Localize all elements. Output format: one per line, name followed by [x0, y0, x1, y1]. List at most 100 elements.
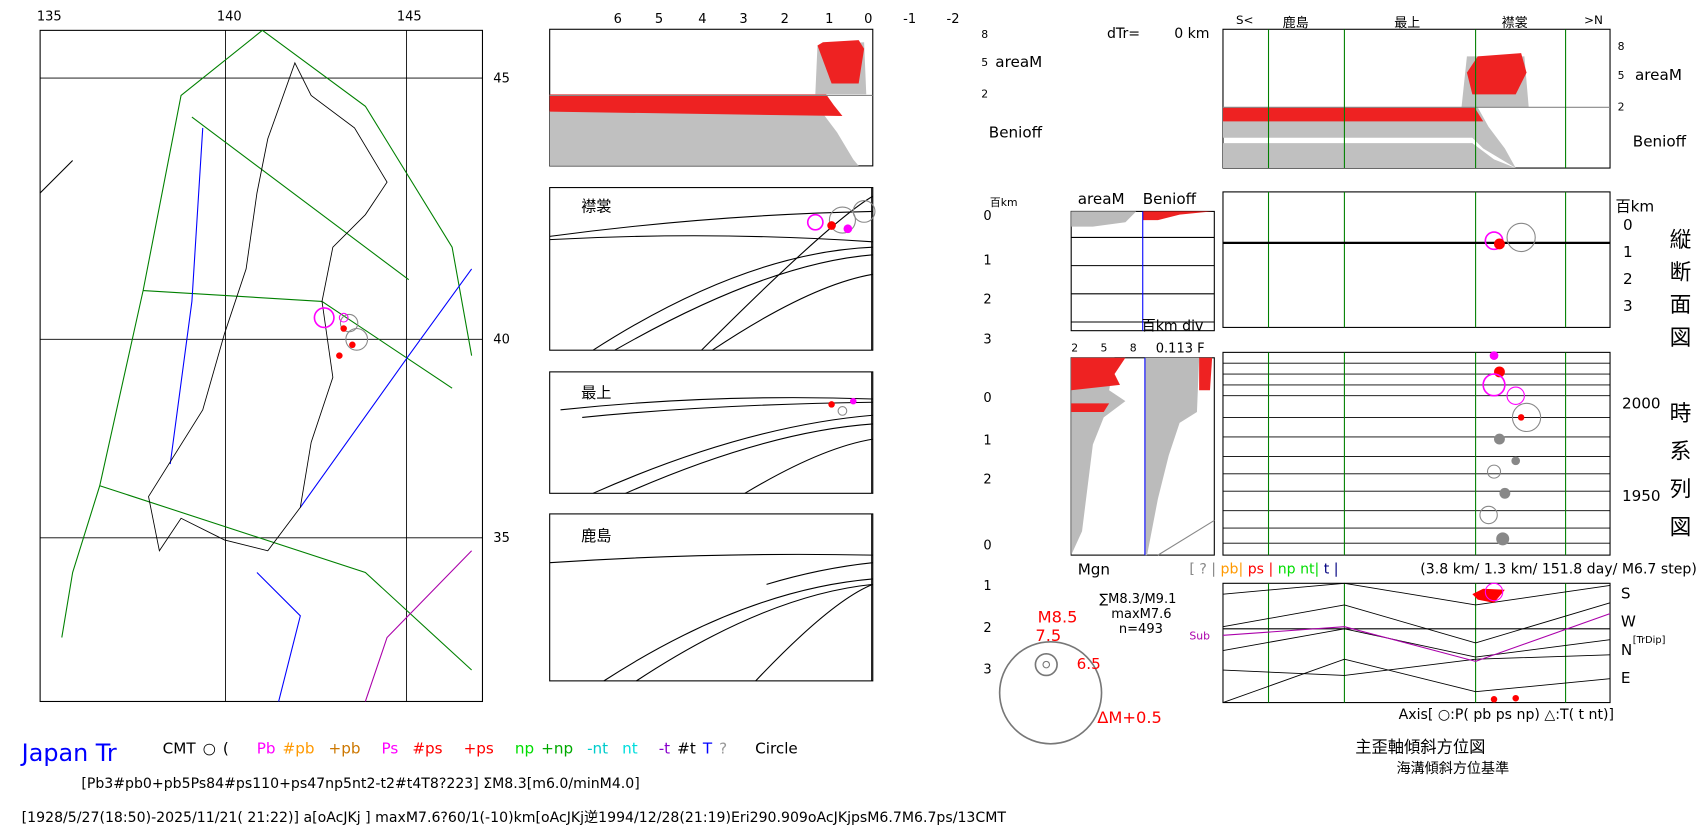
- depth-tick: 1: [983, 252, 992, 268]
- mag-label-85: M8.5: [1037, 607, 1078, 627]
- title-char: 断: [1669, 259, 1692, 286]
- delta-m-label: ΔM+0.5: [1097, 707, 1162, 728]
- axis-figure-title: 主歪軸傾斜方位図: [1355, 737, 1486, 757]
- legend-item: np: [514, 740, 535, 758]
- division-label: 百km div: [1141, 318, 1204, 336]
- lat-label: 40: [493, 331, 510, 347]
- right-areaM-benioff: [1222, 28, 1611, 169]
- legend-item: Ps: [381, 740, 399, 758]
- depth-tick: 1: [983, 577, 992, 594]
- lon-label: 140: [216, 8, 242, 24]
- lon-label: 135: [36, 8, 62, 24]
- right-tick: 5: [1617, 70, 1625, 83]
- depth-tick: 2: [1623, 271, 1633, 289]
- x-tick: 3: [739, 10, 748, 27]
- region-label: 鹿島: [1282, 15, 1309, 31]
- legend-unknown: [ ? |: [1189, 561, 1217, 578]
- trdip-label: [TrDip]: [1632, 635, 1666, 647]
- right-cross-section: [1222, 191, 1611, 328]
- title-char: 系: [1669, 438, 1692, 465]
- mgn-tick: 8: [1129, 342, 1137, 355]
- magnitude-time-panel: [1070, 357, 1215, 556]
- legend-item: +np: [541, 740, 574, 758]
- lat-label: 35: [493, 530, 510, 546]
- cross-section-kashima: [549, 513, 874, 682]
- right-tick: 2: [981, 88, 989, 101]
- magnitude-circle-legend: [998, 641, 1103, 745]
- legend-item: nt: [622, 740, 638, 758]
- depth-tick: 2: [983, 291, 992, 307]
- depth-tick: 0: [983, 208, 992, 224]
- title-char: 図: [1669, 324, 1692, 351]
- depth-unit: 百km: [1615, 198, 1655, 216]
- areaM-label: areaM: [1634, 67, 1682, 85]
- x-tick: 5: [654, 10, 664, 27]
- x-tick: -1: [903, 10, 917, 27]
- depth-tick: 1: [1623, 243, 1633, 262]
- sub-label: Sub: [1189, 631, 1211, 643]
- event-count: n=493: [1118, 621, 1163, 637]
- mechanism-legend: [ ? | pb| ps | np nt| t |: [1189, 562, 1338, 578]
- right-tick: 8: [1617, 41, 1625, 54]
- depth-tick: 0: [983, 537, 992, 553]
- depth-tick: 0: [1623, 216, 1633, 235]
- south-label: S<: [1235, 13, 1254, 28]
- legend-item: Circle: [755, 740, 798, 758]
- region-title: Japan Tr: [21, 740, 117, 768]
- max-magnitude: maxM7.6: [1111, 606, 1172, 622]
- depth-tick: 1: [983, 432, 992, 448]
- legend-item: +pb: [328, 740, 361, 758]
- right-tick: 8: [981, 29, 989, 42]
- legend-np-nt: np nt|: [1277, 561, 1320, 578]
- x-tick: 6: [613, 10, 622, 27]
- x-tick: 4: [698, 10, 707, 27]
- mag-label-65: 6.5: [1076, 655, 1101, 674]
- title-char: 面: [1669, 291, 1692, 318]
- axis-label-n: N: [1620, 641, 1633, 660]
- x-tick: 2: [780, 10, 789, 27]
- legend-item: +ps: [463, 740, 494, 758]
- x-tick: 1: [825, 10, 834, 27]
- depth-tick: 3: [983, 331, 992, 347]
- mag-label-75: 7.5: [1035, 625, 1062, 646]
- areaM-label: areaM: [1077, 190, 1125, 209]
- legend-ps: ps |: [1247, 561, 1274, 578]
- mgn-label: Mgn: [1077, 561, 1111, 579]
- legend-item: #pb: [282, 740, 315, 758]
- legend-item: #t: [677, 740, 696, 758]
- year-tick: 1950: [1621, 487, 1661, 506]
- depth-tick: 2: [983, 620, 992, 636]
- year-tick: 2000: [1621, 395, 1661, 414]
- dtr-label: dTr=: [1106, 26, 1141, 43]
- x-tick: -2: [946, 10, 960, 27]
- title-char: 縦: [1669, 226, 1692, 253]
- right-tick: 5: [981, 57, 989, 70]
- title-char: 図: [1669, 513, 1692, 540]
- legend-item: #ps: [412, 740, 443, 758]
- depth-tick: 3: [1623, 298, 1633, 316]
- axis-figure-subtitle: 海溝傾斜方位基準: [1396, 761, 1510, 778]
- step-info: (3.8 km/ 1.3 km/ 151.8 day/ M6.7 step): [1420, 561, 1697, 578]
- axis-legend: Axis[ ○:P( pb ps np) △:T( t nt)]: [1398, 706, 1615, 724]
- axis-label-s: S: [1620, 585, 1631, 603]
- mgn-tick: 5: [1100, 342, 1108, 355]
- mgn-tick: 2: [1071, 342, 1079, 355]
- region-label: 襟裳: [1501, 15, 1528, 31]
- axis-label-w: W: [1620, 613, 1636, 632]
- epicenter-map: [39, 29, 484, 703]
- benioff-label: Benioff: [1142, 190, 1197, 209]
- f-value: 0.113 F: [1155, 340, 1205, 356]
- title-char: 列: [1669, 475, 1692, 502]
- legend-item: -nt: [587, 740, 609, 758]
- depth-tick: 0: [983, 390, 992, 406]
- depth-unit: 百km: [989, 197, 1018, 210]
- axis-label-e: E: [1620, 670, 1631, 688]
- benioff-label: Benioff: [988, 124, 1043, 143]
- section-name: 襟裳: [581, 198, 612, 216]
- benioff-label: Benioff: [1632, 133, 1687, 151]
- cross-section-erimo: [549, 187, 876, 351]
- legend-item: T: [702, 740, 713, 758]
- cmt-legend: CMT ○ ( Pb #pb +pb Ps #ps +ps np +np -nt…: [163, 741, 798, 758]
- depth-distribution-panel: [1070, 210, 1215, 332]
